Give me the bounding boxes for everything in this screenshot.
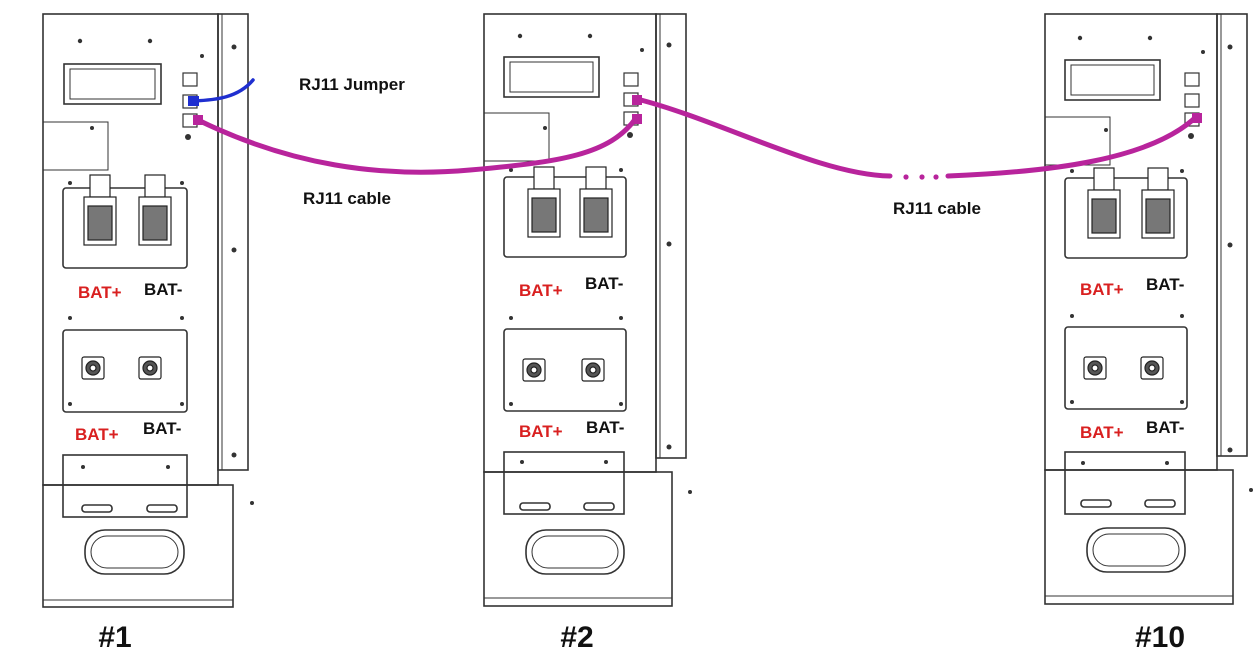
- bat-negative-label: BAT-: [1146, 275, 1184, 294]
- rj11-jumper-label: RJ11 Jumper: [299, 75, 405, 94]
- battery-unit-10: BAT+ BAT- BAT+ BAT- #10: [1044, 13, 1253, 654]
- bat-positive-label: BAT+: [519, 422, 563, 441]
- bat-negative-label: BAT-: [143, 419, 181, 438]
- battery-cabinet-outline: [483, 13, 687, 607]
- bat-negative-label: BAT-: [586, 418, 624, 437]
- rj11-jumper-cable: [188, 78, 255, 106]
- battery-connector-top: [83, 174, 172, 246]
- battery-unit-2: BAT+ BAT- BAT+ BAT- #2: [483, 13, 692, 654]
- screw-holes: [509, 33, 692, 494]
- battery-cabinet-outline: [1044, 13, 1248, 605]
- bat-positive-label: BAT+: [75, 425, 119, 444]
- unit-number-label: #1: [98, 621, 131, 654]
- bat-positive-label: BAT+: [1080, 423, 1124, 442]
- battery-connector-top: [527, 166, 613, 238]
- battery-connector-bottom: [522, 358, 605, 382]
- battery-connector-bottom: [81, 356, 162, 380]
- bat-positive-label: BAT+: [519, 281, 563, 300]
- bat-negative-label: BAT-: [585, 274, 623, 293]
- battery-connector-bottom: [1083, 356, 1164, 380]
- rj11-cable-label: RJ11 cable: [303, 189, 391, 208]
- bat-negative-label: BAT-: [144, 280, 182, 299]
- battery-cabinet-outline: [42, 13, 249, 608]
- rj11-cable-2-10: [632, 95, 1202, 180]
- rj11-cable-1-2: [193, 114, 642, 175]
- bat-positive-label: BAT+: [78, 283, 122, 302]
- battery-connector-top: [1087, 167, 1175, 239]
- unit-number-label: #2: [560, 621, 593, 654]
- bat-positive-label: BAT+: [1080, 280, 1124, 299]
- screw-holes: [1070, 35, 1253, 492]
- unit-number-label: #10: [1135, 621, 1185, 654]
- screw-holes: [68, 38, 254, 505]
- rj11-cable-label: RJ11 cable: [893, 199, 981, 218]
- battery-unit-1: BAT+ BAT- BAT+ BAT- #1: [42, 13, 254, 654]
- bat-negative-label: BAT-: [1146, 418, 1184, 437]
